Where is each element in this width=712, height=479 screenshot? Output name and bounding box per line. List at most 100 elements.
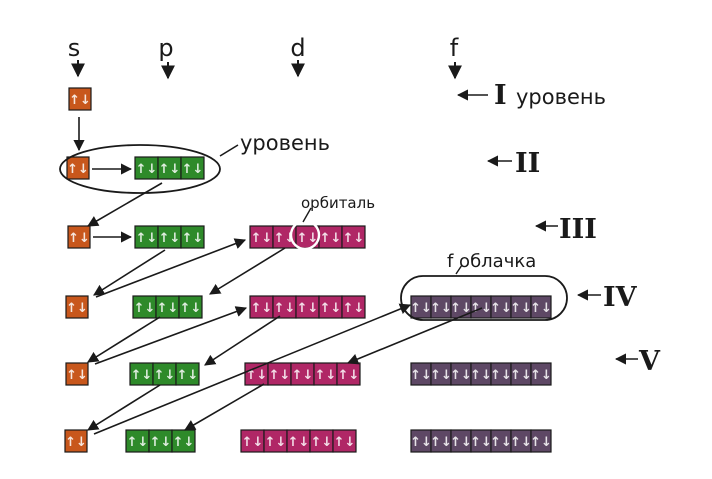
f-cloud-highlight <box>400 275 568 321</box>
sublevel-4p: ↑↓↑↓↑↓ <box>132 295 203 319</box>
electron-pair-arrows: ↑↓ <box>182 231 204 246</box>
electron-pair-arrows: ↑↓ <box>297 231 319 246</box>
orbital-cell <box>178 295 203 319</box>
sublevel-6f: ↑↓↑↓↑↓↑↓↑↓↑↓↑↓ <box>410 429 552 453</box>
electron-pair-arrows: ↑↓ <box>490 301 512 316</box>
level-markers: I уровень II III IV V <box>456 80 661 377</box>
sublevel-4s: ↑↓ <box>65 295 89 319</box>
electron-pair-arrows: ↑↓ <box>490 368 512 383</box>
orbital-cell <box>530 362 552 386</box>
column-header-s: s <box>68 34 81 62</box>
electron-pair-arrows: ↑↓ <box>69 93 91 108</box>
electron-pair-arrows: ↑↓ <box>66 301 88 316</box>
orbital-annotation: орбиталь <box>289 194 375 251</box>
electron-pair-arrows: ↑↓ <box>530 368 552 383</box>
electron-pair-arrows: ↑↓ <box>180 301 202 316</box>
orbital-cell <box>530 429 552 453</box>
f-cloud-annotation-label: f облачка <box>447 251 536 272</box>
sublevel-4f: ↑↓↑↓↑↓↑↓↑↓↑↓↑↓ <box>410 295 552 319</box>
sublevel-5d: ↑↓↑↓↑↓↑↓↑↓ <box>244 362 361 386</box>
electron-pair-arrows: ↑↓ <box>265 435 287 450</box>
orbital-cell <box>68 87 92 111</box>
electron-pair-arrows: ↑↓ <box>136 231 158 246</box>
electron-pair-arrows: ↑↓ <box>242 435 264 450</box>
orbital-cell <box>64 429 88 453</box>
electron-pair-arrows: ↑↓ <box>177 368 199 383</box>
level-4-numeral: IV <box>603 282 638 313</box>
orbital-cell <box>341 295 366 319</box>
level-3-numeral: III <box>559 214 597 245</box>
electron-pair-arrows: ↑↓ <box>127 435 149 450</box>
level-annotation-label: уровень <box>240 131 330 155</box>
electron-pair-arrows: ↑↓ <box>159 162 181 177</box>
sublevel-3s: ↑↓ <box>67 225 91 249</box>
arrow-5p-6s <box>87 384 161 431</box>
orbital-cell <box>332 429 357 453</box>
electron-pair-arrows: ↑↓ <box>430 435 452 450</box>
electron-pair-arrows: ↑↓ <box>470 435 492 450</box>
electron-pair-arrows: ↑↓ <box>269 368 291 383</box>
sublevel-3d: ↑↓↑↓↑↓↑↓↑↓ <box>249 225 366 249</box>
electron-pair-arrows: ↑↓ <box>320 231 342 246</box>
orbital-cell <box>341 225 366 249</box>
electron-pair-arrows: ↑↓ <box>182 162 204 177</box>
electron-pair-arrows: ↑↓ <box>450 435 472 450</box>
electron-pair-arrows: ↑↓ <box>338 368 360 383</box>
electron-pair-arrows: ↑↓ <box>150 435 172 450</box>
sublevel-5s: ↑↓ <box>65 362 89 386</box>
electron-pair-arrows: ↑↓ <box>343 231 365 246</box>
level-marker-3: III <box>534 214 597 245</box>
column-headers: s p d f <box>68 34 459 62</box>
electron-pair-arrows: ↑↓ <box>311 435 333 450</box>
electron-pair-arrows: ↑↓ <box>246 368 268 383</box>
electron-pair-arrows: ↑↓ <box>288 435 310 450</box>
electron-pair-arrows: ↑↓ <box>297 301 319 316</box>
column-header-f: f <box>450 34 459 62</box>
arrow-5d-6p <box>184 383 265 431</box>
arrow-4s-3d <box>95 238 247 298</box>
f-cloud-annotation: f облачка <box>400 251 568 321</box>
arrow-3p-4s <box>93 249 166 296</box>
electron-pair-arrows: ↑↓ <box>470 368 492 383</box>
electron-pair-arrows: ↑↓ <box>320 301 342 316</box>
electron-pair-arrows: ↑↓ <box>450 368 472 383</box>
sublevel-6s: ↑↓ <box>64 429 88 453</box>
arrow-4f-5d <box>346 307 483 365</box>
orbital-cell <box>66 156 90 180</box>
electron-pair-arrows: ↑↓ <box>159 231 181 246</box>
electron-pair-arrows: ↑↓ <box>154 368 176 383</box>
orbital-cells: ↑↓↑↓↑↓↑↓↑↓↑↓↑↓↑↓↑↓↑↓↑↓↑↓↑↓↑↓↑↓↑↓↑↓↑↓↑↓↑↓… <box>64 87 552 453</box>
sublevel-1s: ↑↓ <box>68 87 92 111</box>
level-2-numeral: II <box>515 148 540 179</box>
electron-pair-arrows: ↑↓ <box>157 301 179 316</box>
level-annotation-pointer <box>219 144 239 157</box>
electron-pair-arrows: ↑↓ <box>530 435 552 450</box>
orbital-cell <box>180 225 205 249</box>
electron-pair-arrows: ↑↓ <box>343 301 365 316</box>
sublevel-4d: ↑↓↑↓↑↓↑↓↑↓ <box>249 295 366 319</box>
electron-pair-arrows: ↑↓ <box>131 368 153 383</box>
electron-pair-arrows: ↑↓ <box>65 435 87 450</box>
sublevel-6p: ↑↓↑↓↑↓ <box>125 429 196 453</box>
level-marker-4: IV <box>576 282 638 313</box>
level-highlight-ellipse <box>59 144 221 194</box>
arrow-2p-3s <box>87 182 163 227</box>
sublevel-2p: ↑↓↑↓↑↓ <box>134 156 205 180</box>
electron-pair-arrows: ↑↓ <box>134 301 156 316</box>
electron-pair-arrows: ↑↓ <box>430 301 452 316</box>
column-header-d: d <box>290 34 305 62</box>
orbital-cell <box>65 295 89 319</box>
sublevel-3p: ↑↓↑↓↑↓ <box>134 225 205 249</box>
orbital-cell <box>530 295 552 319</box>
arrow-4p-5s <box>87 316 161 363</box>
level-marker-5: V <box>614 346 661 377</box>
orbital-annotation-label: орбиталь <box>301 194 375 212</box>
column-header-p: p <box>158 34 173 62</box>
level-1-numeral: I <box>494 80 507 111</box>
level-1-label: уровень <box>516 85 606 109</box>
orbital-annotation-pointer <box>302 207 312 223</box>
electron-pair-arrows: ↑↓ <box>510 301 532 316</box>
level-annotation: уровень <box>59 131 330 194</box>
orbital-cell <box>171 429 196 453</box>
